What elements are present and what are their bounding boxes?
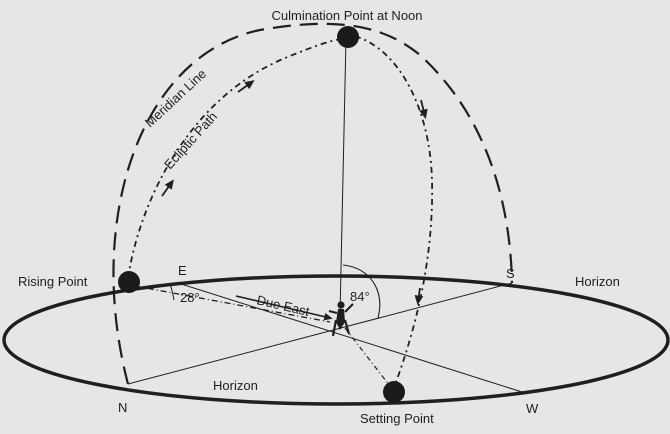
due-east-arrow <box>235 295 333 321</box>
horizon-ellipse <box>2 274 670 406</box>
sun-culmination-icon <box>337 26 359 48</box>
ecliptic-path-down <box>354 35 434 386</box>
horizon-front-label: Horizon <box>213 378 258 393</box>
angle-84-label: 84° <box>350 289 370 304</box>
angle-84-arc <box>342 264 381 319</box>
due-east-label: Due East <box>255 292 311 319</box>
ecliptic-arrow-2 <box>237 80 255 93</box>
ecliptic-arrow-3 <box>419 99 428 120</box>
observer-to-rising-line <box>134 285 331 323</box>
observer-to-setting-line <box>344 327 394 391</box>
horizon-right-label: Horizon <box>575 274 620 289</box>
compass-north-label: N <box>118 400 127 415</box>
culmination-label: Culmination Point at Noon <box>271 8 422 23</box>
observer-figure-icon <box>328 301 354 337</box>
north-south-line <box>127 282 513 385</box>
east-west-line <box>177 282 523 393</box>
compass-south-label: S <box>506 266 515 281</box>
setting-point-label: Setting Point <box>360 411 434 426</box>
rising-point-label: Rising Point <box>18 274 88 289</box>
angle-28-arc <box>169 282 175 301</box>
zenith-line <box>339 37 347 316</box>
sun-rising-icon <box>118 271 140 293</box>
ecliptic-arrow-1 <box>161 179 174 197</box>
ecliptic-arrow-4 <box>414 287 424 306</box>
sun-setting-icon <box>383 381 405 403</box>
ecliptic-label: Ecliptic Path <box>161 109 220 172</box>
compass-east-label: E <box>178 263 187 278</box>
compass-west-label: W <box>526 401 539 416</box>
ecliptic-path-up <box>127 37 348 279</box>
meridian-line-arc <box>112 22 514 385</box>
angle-28-label: 28° <box>180 290 200 305</box>
